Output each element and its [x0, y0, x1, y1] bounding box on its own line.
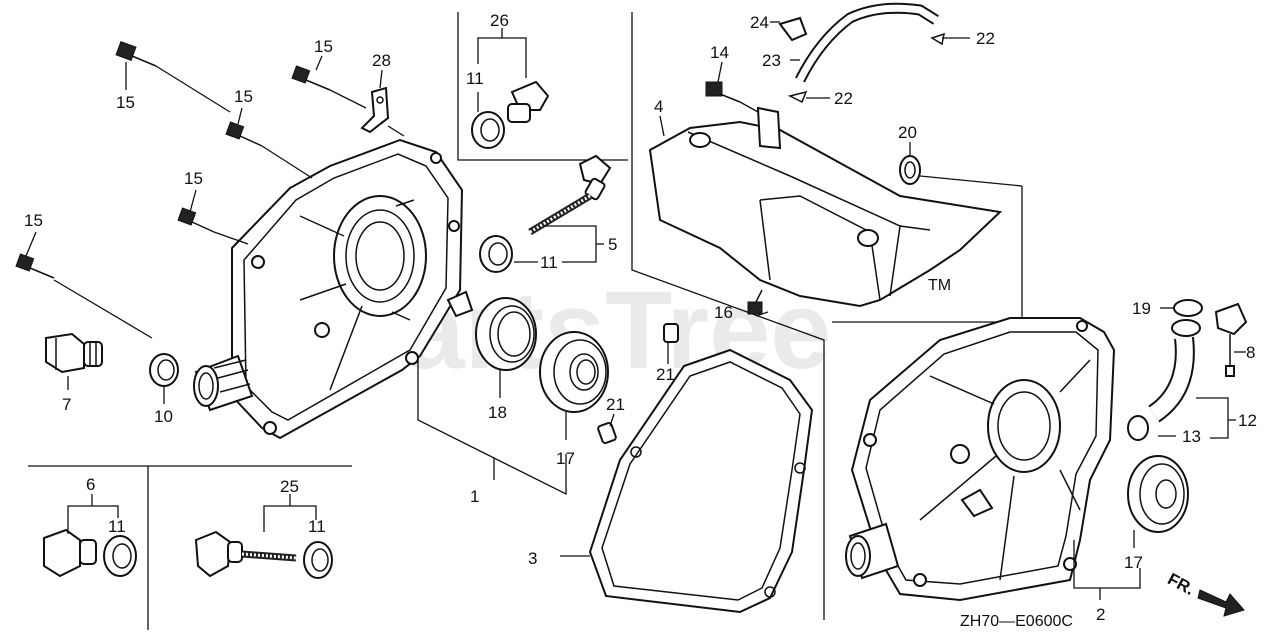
washer[interactable]: [149, 353, 179, 387]
callout-17-right: 17: [1124, 553, 1143, 572]
bracket-icon: [360, 86, 390, 134]
callout-2: 2: [1096, 605, 1105, 624]
dowel-pins[interactable]: [597, 323, 679, 445]
callout-8: 8: [1246, 343, 1255, 362]
front-direction-arrow: [1197, 589, 1245, 617]
callout-labels: 1 2 3 4 5 6 7 8 10 11 11 11 11 12 13 14 …: [24, 11, 1257, 624]
callout-11-mid: 11: [540, 253, 558, 272]
callout-19: 19: [1132, 299, 1151, 318]
callout-3: 3: [528, 549, 537, 568]
bolt-icon: [177, 207, 215, 233]
callout-5: 5: [608, 235, 617, 254]
callout-22-b: 22: [834, 89, 853, 108]
drain-plug[interactable]: [45, 332, 103, 374]
callout-21-a: 21: [656, 365, 675, 384]
callout-24: 24: [750, 13, 769, 32]
callout-10: 10: [154, 407, 173, 426]
callout-15-d: 15: [184, 169, 203, 188]
breather-ring[interactable]: [1173, 299, 1203, 317]
callout-22-a: 22: [976, 29, 995, 48]
callout-13: 13: [1182, 427, 1201, 446]
gasket[interactable]: [588, 348, 814, 614]
callout-15-c: 15: [234, 87, 253, 106]
crankcase-cover-right[interactable]: [845, 317, 1116, 602]
section-lines: [28, 12, 1023, 630]
ball-bearing[interactable]: [539, 331, 609, 413]
oil-dipstick[interactable]: [528, 154, 612, 236]
filler-cap-kit-6[interactable]: [43, 494, 137, 578]
oil-level-plug[interactable]: [1214, 302, 1248, 377]
callout-11-box6: 11: [108, 517, 126, 536]
bolts-left[interactable]: [15, 41, 390, 279]
callout-1: 1: [470, 487, 479, 506]
bearing-right[interactable]: [1127, 455, 1189, 533]
dipstick-kit-25[interactable]: [194, 494, 333, 579]
callout-4: 4: [654, 97, 663, 116]
callout-17-left: 17: [556, 449, 575, 468]
bolt-icon: [291, 65, 331, 91]
callout-21-b: 21: [606, 395, 625, 414]
callout-15-e: 15: [24, 211, 43, 230]
callout-25: 25: [280, 477, 299, 496]
breather-elbow[interactable]: [1127, 319, 1201, 441]
fuel-hose[interactable]: [795, 2, 939, 83]
callout-11-box25: 11: [308, 517, 326, 536]
filler-cap-kit[interactable]: [471, 80, 550, 149]
tank-washer[interactable]: [899, 155, 921, 185]
callout-20: 20: [898, 123, 917, 142]
callout-23: 23: [762, 51, 781, 70]
tank-bolt[interactable]: [705, 81, 763, 315]
leader-lines-left: [25, 55, 567, 496]
sealing-washer[interactable]: [479, 235, 513, 273]
crankcase-cover-left[interactable]: [193, 138, 474, 440]
callout-12: 12: [1238, 411, 1257, 430]
callout-11-top: 11: [466, 69, 484, 88]
bolt-icon: [225, 121, 263, 147]
front-direction-label: FR.: [1164, 569, 1197, 599]
callout-6: 6: [86, 475, 95, 494]
callout-7: 7: [62, 395, 71, 414]
hose-clips[interactable]: [778, 16, 945, 104]
callout-15-b: 15: [314, 37, 333, 56]
watermark-trademark: TM: [928, 277, 951, 294]
fuel-tank[interactable]: [648, 106, 1003, 308]
leader-lines-tank: [659, 21, 1023, 317]
figure-code: ZH70—E0600C: [960, 613, 1073, 630]
oil-seal[interactable]: [475, 297, 537, 371]
callout-15-a: 15: [116, 93, 135, 112]
callout-14: 14: [710, 43, 729, 62]
bolt-icon: [15, 253, 55, 279]
leader-lines-right: [1073, 307, 1246, 600]
callout-18: 18: [488, 403, 507, 422]
callout-16: 16: [714, 303, 733, 322]
callout-28: 28: [372, 51, 391, 70]
bolt-icon: [115, 41, 157, 67]
callout-26: 26: [490, 11, 509, 30]
